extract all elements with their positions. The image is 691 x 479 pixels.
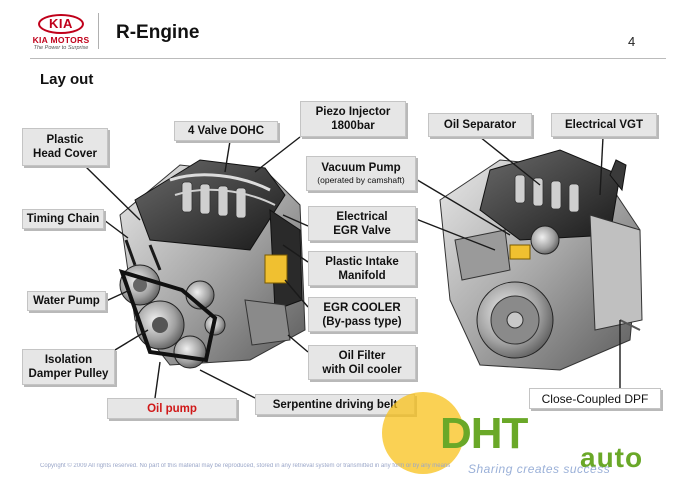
label-isolation-damper-pulley-line2: Damper Pulley (28, 368, 109, 380)
label-piezo-injector: Piezo Injector 1800bar (300, 101, 406, 137)
kia-logo-text: KIA (49, 16, 73, 31)
label-oil-pump: Oil pump (107, 398, 237, 419)
left-engine-icon (118, 159, 306, 369)
header-rule (30, 58, 666, 59)
label-piezo-injector-line2: 1800bar (331, 120, 375, 132)
kia-logo-tagline: The Power to Surprise (33, 45, 89, 51)
label-oil-separator-text: Oil Separator (443, 119, 517, 131)
label-plastic-intake-manifold: Plastic Intake Manifold (308, 251, 416, 286)
line-right-egr-valve (415, 218, 496, 251)
kia-logo-subtitle: KIA MOTORS (32, 35, 90, 45)
label-vacuum-pump-text: Vacuum Pump (321, 162, 401, 174)
label-water-pump: Water Pump (27, 291, 106, 311)
label-isolation-damper-pulley: Isolation Damper Pulley (22, 349, 115, 385)
label-plastic-head-cover-line2: Head Cover (33, 148, 97, 160)
line-egr-cooler (284, 279, 309, 308)
label-egr-cooler-line1: EGR COOLER (323, 301, 401, 314)
label-electrical-egr-valve: Electrical EGR Valve (308, 206, 416, 241)
page-title: R-Engine (116, 22, 200, 43)
label-close-coupled-dpf: Close-Coupled DPF (529, 388, 661, 409)
watermark-suffix: auto (580, 442, 644, 473)
label-electrical-vgt-text: Electrical VGT (565, 119, 643, 131)
label-isolation-damper-pulley-line1: Isolation (44, 354, 93, 366)
label-oil-pump-text: Oil pump (147, 402, 197, 415)
copyright-notice: Copyright © 2009 All rights reserved. No… (40, 463, 451, 469)
slide-header: KIA KIA MOTORS The Power to Surprise R-E… (0, 0, 691, 64)
label-electrical-egr-valve-line1: Electrical (336, 210, 388, 223)
line-timing-chain (103, 219, 129, 239)
title-divider (98, 13, 99, 49)
page-number: 4 (628, 34, 636, 49)
label-oil-filter-line1: Oil Filter (338, 349, 386, 362)
label-electrical-egr-valve-line2: EGR Valve (333, 224, 391, 237)
label-plastic-head-cover-line1: Plastic (46, 134, 84, 146)
label-valve-dohc: 4 Valve DOHC (174, 121, 278, 141)
label-valve-dohc-text: 4 Valve DOHC (187, 125, 265, 137)
label-electrical-vgt: Electrical VGT (551, 113, 657, 137)
line-piezo-injector (254, 136, 301, 173)
kia-logo-oval (38, 14, 84, 34)
line-vacuum-pump (413, 177, 511, 236)
label-close-coupled-dpf-text: Close-Coupled DPF (541, 391, 649, 406)
line-oil-pump (154, 361, 161, 399)
label-oil-separator: Oil Separator (428, 113, 532, 137)
line-plastic-head-cover (85, 166, 141, 221)
label-piezo-injector-line1: Piezo Injector (315, 106, 391, 118)
right-engine-icon (439, 149, 643, 371)
line-egr-valve (282, 214, 309, 227)
section-title: Lay out (40, 71, 94, 88)
label-oil-filter-line2: with Oil cooler (322, 363, 402, 376)
label-vacuum-pump-note: (operated by camshaft) (317, 175, 405, 185)
label-oil-filter: Oil Filter with Oil cooler (308, 345, 416, 380)
label-serpentine-belt-text: Serpentine driving belt (272, 398, 398, 411)
watermark-slogan: Sharing creates success (468, 462, 611, 476)
line-serpentine-belt (199, 369, 256, 399)
line-oil-filter (287, 334, 309, 353)
label-timing-chain-text: Timing Chain (26, 213, 100, 225)
line-electrical-vgt (599, 136, 604, 196)
label-egr-cooler-line2: (By-pass type) (322, 315, 402, 328)
watermark-circle (382, 392, 464, 474)
label-timing-chain: Timing Chain (22, 209, 104, 229)
label-serpentine-belt: Serpentine driving belt (255, 394, 415, 415)
watermark-brand: DHT (440, 409, 528, 458)
line-oil-separator (479, 136, 541, 186)
line-valve-dohc (224, 140, 231, 173)
label-vacuum-pump: Vacuum Pump (operated by camshaft) (306, 156, 416, 191)
line-intake-manifold (282, 244, 309, 263)
label-plastic-head-cover: Plastic Head Cover (22, 128, 108, 166)
label-egr-cooler: EGR COOLER (By-pass type) (308, 297, 416, 332)
label-water-pump-text: Water Pump (33, 295, 100, 307)
label-plastic-intake-manifold-line2: Manifold (338, 269, 386, 282)
line-water-pump (105, 289, 131, 302)
label-plastic-intake-manifold-line1: Plastic Intake (325, 255, 399, 268)
kia-logo: KIA KIA MOTORS The Power to Surprise (28, 14, 94, 54)
line-isolation-damper (114, 329, 149, 351)
